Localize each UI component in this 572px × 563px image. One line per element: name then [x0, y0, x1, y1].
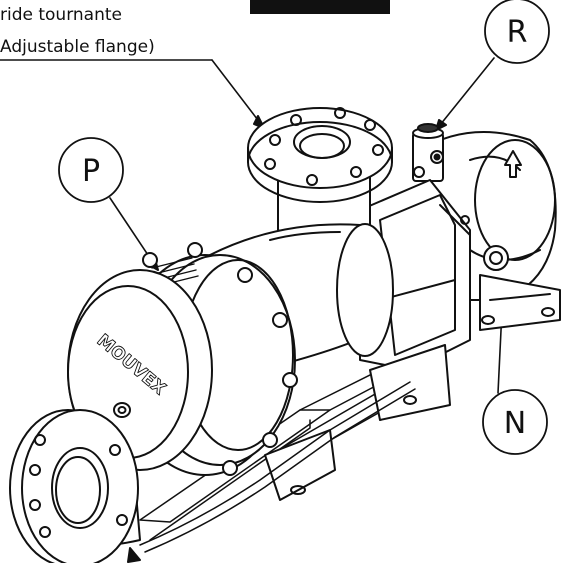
callout-n-label: N: [504, 406, 526, 441]
pump-assembly: MOUVEX: [9, 107, 561, 563]
direction-arrow: [504, 150, 522, 178]
callout-p-label: P: [82, 154, 100, 189]
flange-label-en: Adjustable flange): [0, 37, 155, 57]
callout-r-circle: [484, 0, 550, 64]
callout-p-circle: [58, 137, 124, 203]
suction-flange: [9, 409, 141, 563]
middle-foot: [264, 344, 451, 501]
callout-r-leader: [435, 57, 495, 131]
discharge-flange: [247, 107, 393, 240]
flange-leader-line: [211, 59, 265, 129]
valve-r: [412, 123, 444, 182]
callout-r-label: R: [507, 15, 528, 50]
title-fragment: [250, 0, 390, 14]
callout-n-circle: [482, 389, 548, 455]
flange-label-fr: ride tournante: [0, 5, 122, 25]
bypass-tubing: [139, 381, 416, 553]
drain-plug-n: [483, 245, 509, 271]
